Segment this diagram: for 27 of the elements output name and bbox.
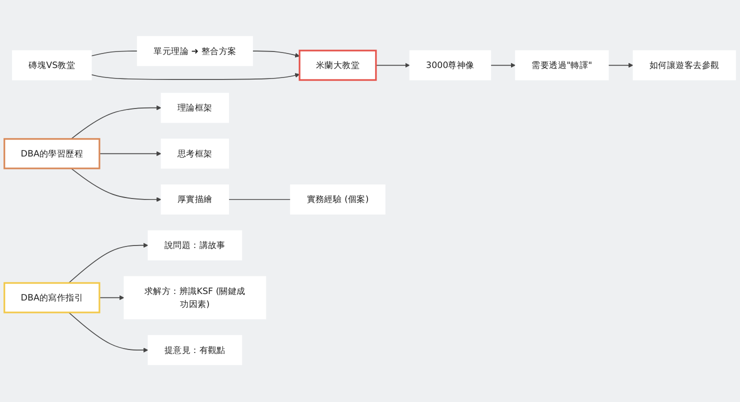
- arrow: [99, 296, 124, 301]
- arrow: [608, 63, 634, 68]
- node-box: DBA的寫作指引: [4, 282, 100, 314]
- arrow: [490, 63, 516, 68]
- node-box: 厚實描繪: [160, 184, 230, 215]
- arrow: [68, 243, 148, 284]
- connector: [91, 51, 138, 57]
- node-box: 說問題：講故事: [148, 230, 242, 261]
- arrow: [68, 312, 148, 353]
- arrow: [70, 168, 162, 202]
- node-box: 理論框架: [160, 93, 230, 124]
- node-box: DBA的學習歷程: [4, 138, 100, 170]
- node-box: 3000尊神像: [409, 50, 492, 81]
- arrow: [252, 51, 300, 58]
- arrow: [91, 73, 300, 80]
- arrow: [99, 152, 162, 156]
- node-box: 如何讓遊客去參觀: [632, 50, 736, 81]
- node-box: 米蘭大教堂: [298, 50, 377, 82]
- node-box: 提意見：有觀點: [148, 336, 242, 366]
- node-box: 需要透過"轉譯": [515, 50, 609, 81]
- node-box: 思考框架: [160, 139, 230, 170]
- node-box: 求解方：辨識KSF (關鍵成功因素): [124, 276, 266, 320]
- node-box: 磚塊VS教堂: [12, 50, 92, 81]
- node-box: 單元理論 ➜ 整合方案: [136, 36, 253, 66]
- arrow: [70, 106, 162, 140]
- arrow: [376, 63, 410, 68]
- node-box: 實務經驗 (個案): [290, 184, 386, 215]
